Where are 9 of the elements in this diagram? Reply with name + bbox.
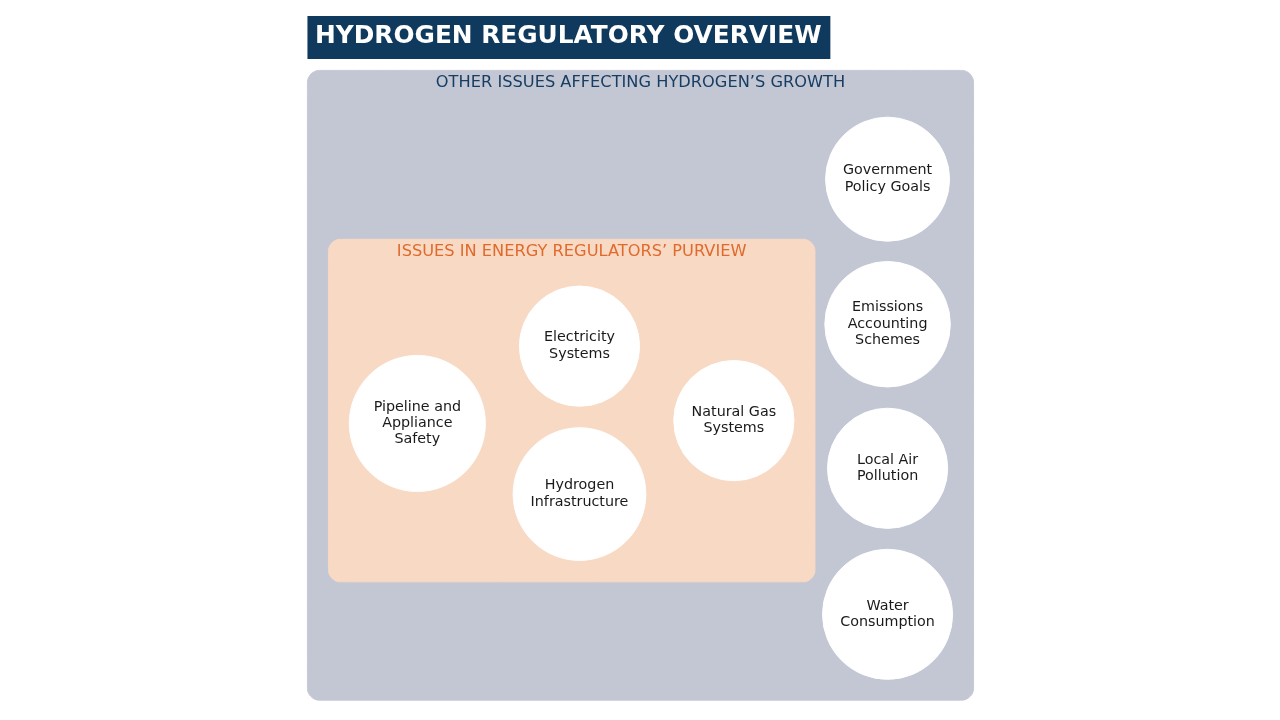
node-circle: Water Consumption [821,548,953,680]
node-circle: Government Policy Goals [824,116,950,242]
node-circle: Natural Gas Systems [672,360,794,482]
node-circle: Pipeline and Appliance Safety [348,354,486,492]
node-circle: Electricity Systems [518,285,640,407]
diagram-title: HYDROGEN REGULATORY OVERVIEW [314,20,821,50]
node-circle: Local Air Pollution [826,407,948,529]
node-circle: Emissions Accounting Schemes [823,260,951,388]
node-circle: Hydrogen Infrastructure [512,427,646,561]
